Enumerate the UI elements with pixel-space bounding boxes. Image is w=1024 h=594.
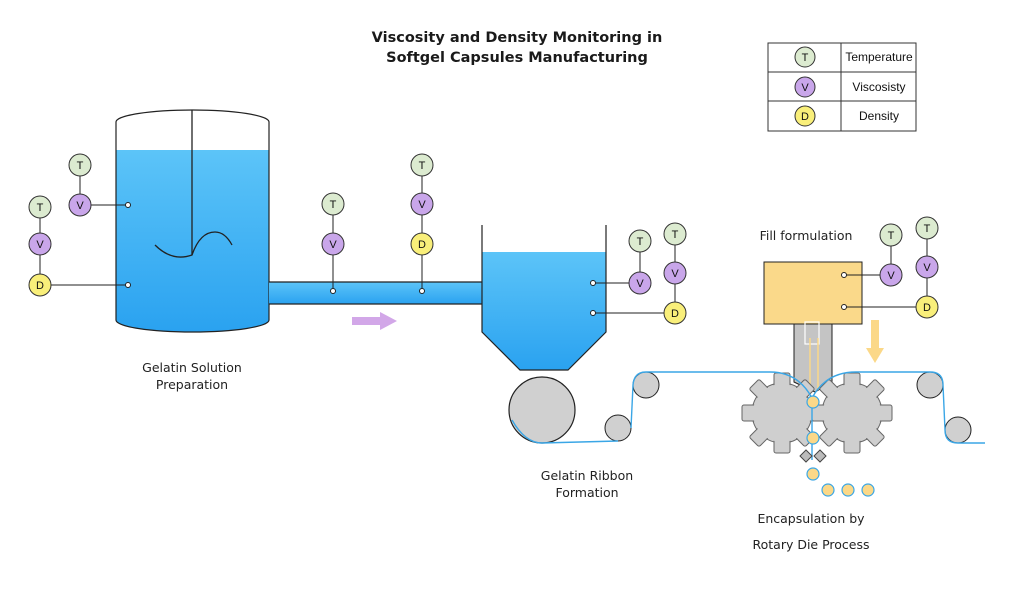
rotary-die-right-icon — [811, 372, 893, 454]
stage-label-fill-formulation: Fill formulation — [760, 228, 853, 243]
stage-label-gelatin-solution-line1: Gelatin Solution — [142, 360, 242, 375]
casting-drum-icon — [508, 376, 576, 444]
density-sensor-icon — [410, 232, 434, 256]
cutter-icon — [799, 449, 827, 463]
legend-label: Density — [859, 109, 899, 123]
fill-sensors: T V T V D — [879, 216, 939, 319]
viscosity-sensor-icon — [663, 261, 687, 285]
sensor-letter: V — [418, 199, 426, 211]
legend: T Temperature V Viscosisty D Density — [767, 42, 917, 132]
legend-label: Viscosisty — [852, 80, 905, 94]
agitator-icon — [154, 110, 233, 258]
viscosity-sensor-icon — [628, 271, 652, 295]
temperature-sensor-icon — [68, 153, 92, 177]
stage-label-ribbon-line2: Formation — [555, 485, 618, 500]
sensor-letter: T — [330, 199, 337, 211]
pipe-sensors-2: T V D — [410, 153, 434, 256]
legend-letter: V — [801, 82, 809, 94]
capsule-icon — [806, 431, 820, 445]
gelatin-solution-tank — [115, 109, 270, 333]
hopper-sensors: T V T V D — [628, 222, 687, 325]
sensor-connections — [39, 176, 928, 316]
sensor-letter: T — [77, 160, 84, 172]
sensor-letter: T — [37, 202, 44, 214]
transfer-pipe — [269, 281, 482, 305]
temperature-sensor-icon — [321, 192, 345, 216]
legend-label: Temperature — [845, 50, 913, 64]
tank-sensors-left: T V D — [28, 195, 52, 297]
guide-roller-icon — [916, 371, 944, 399]
guide-roller-icon — [944, 416, 972, 444]
sensor-letter: V — [887, 270, 895, 282]
sensor-letter: T — [419, 160, 426, 172]
temperature-sensor-icon — [410, 153, 434, 177]
guide-roller-icon — [604, 414, 632, 442]
viscosity-sensor-icon — [68, 193, 92, 217]
ribbon-hopper — [481, 225, 607, 371]
viscosity-sensor-icon — [879, 263, 903, 287]
legend-item-density: D Density — [794, 105, 899, 127]
density-sensor-icon — [915, 295, 939, 319]
sensor-letter: T — [924, 223, 931, 235]
softgel-capsules — [806, 395, 875, 497]
sensor-letter: D — [671, 308, 679, 320]
legend-item-viscosity: V Viscosisty — [794, 76, 906, 98]
diagram-title-line2: Softgel Capsules Manufacturing — [386, 50, 648, 66]
sensor-letter: D — [923, 302, 931, 314]
sensor-letter: T — [888, 230, 895, 242]
pipe-sensors-1: T V — [321, 192, 345, 256]
sensor-letter: V — [671, 268, 679, 280]
viscosity-sensor-icon — [321, 232, 345, 256]
sensor-letter: T — [637, 236, 644, 248]
temperature-sensor-icon — [663, 222, 687, 246]
fill-down-arrow-icon — [866, 320, 884, 363]
density-sensor-icon — [794, 105, 816, 127]
temperature-sensor-icon — [879, 223, 903, 247]
sensor-letter: V — [329, 239, 337, 251]
viscosity-sensor-icon — [28, 232, 52, 256]
density-sensor-icon — [28, 273, 52, 297]
viscosity-sensor-icon — [915, 255, 939, 279]
fill-hopper — [763, 261, 863, 393]
sensor-letter: V — [636, 278, 644, 290]
capsule-icon — [821, 483, 835, 497]
viscosity-sensor-icon — [794, 76, 816, 98]
legend-letter: D — [801, 111, 809, 123]
sensor-letter: V — [36, 239, 44, 251]
temperature-sensor-icon — [794, 46, 816, 68]
rotary-die-left-icon — [741, 372, 823, 454]
flow-arrow-icon — [352, 312, 397, 330]
capsule-icon — [861, 483, 875, 497]
sensor-letter: V — [923, 262, 931, 274]
stage-label-gelatin-solution-line2: Preparation — [156, 377, 228, 392]
capsule-icon — [841, 483, 855, 497]
temperature-sensor-icon — [915, 216, 939, 240]
stage-label-ribbon-line1: Gelatin Ribbon — [541, 468, 633, 483]
legend-letter: T — [802, 52, 809, 64]
stage-label-encapsulation-line1: Encapsulation by — [757, 511, 865, 526]
capsule-icon — [806, 395, 820, 409]
legend-item-temperature: T Temperature — [794, 46, 913, 68]
sensor-letter: D — [36, 280, 44, 292]
sensor-letter: T — [672, 229, 679, 241]
temperature-sensor-icon — [28, 195, 52, 219]
temperature-sensor-icon — [628, 229, 652, 253]
stage-label-encapsulation-line2: Rotary Die Process — [752, 537, 869, 552]
sensor-letter: V — [76, 200, 84, 212]
density-sensor-icon — [663, 301, 687, 325]
tank-sensors-right: T V — [68, 153, 92, 217]
capsule-icon — [806, 467, 820, 481]
diagram-title-line1: Viscosity and Density Monitoring in — [372, 30, 663, 46]
sensor-letter: D — [418, 239, 426, 251]
viscosity-sensor-icon — [410, 192, 434, 216]
